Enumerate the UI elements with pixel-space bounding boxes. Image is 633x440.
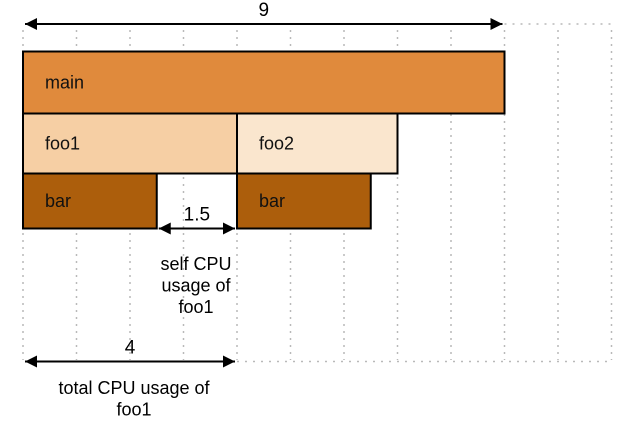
frame-bar-left [22, 172, 158, 230]
self-cpu-caption: self CPU [160, 254, 231, 274]
self-cpu-caption: usage of [161, 276, 231, 296]
total-cpu-arrow-value: 4 [125, 338, 136, 359]
dotted-extension-lines [237, 23, 612, 363]
frame-foo2 [236, 112, 399, 175]
call-stack-frames: main foo1 foo2 bar bar [22, 50, 506, 230]
self-cpu-caption: foo1 [178, 297, 213, 317]
frame-foo1-label: foo1 [45, 134, 80, 154]
frame-bar-left-label: bar [45, 191, 71, 211]
total-cpu-caption: foo1 [116, 400, 151, 420]
measurement-arrows: 91.54 [25, 0, 503, 368]
self-cpu-arrow-value: 1.5 [184, 205, 210, 226]
frame-foo2-label: foo2 [259, 134, 294, 154]
frame-main [22, 50, 506, 115]
frame-main-label: main [45, 73, 84, 93]
total-cpu-caption: total CPU usage of [58, 378, 210, 398]
frame-bar-right-label: bar [259, 191, 285, 211]
program-span-arrow-value: 9 [258, 0, 269, 21]
frame-bar-right [236, 172, 372, 230]
